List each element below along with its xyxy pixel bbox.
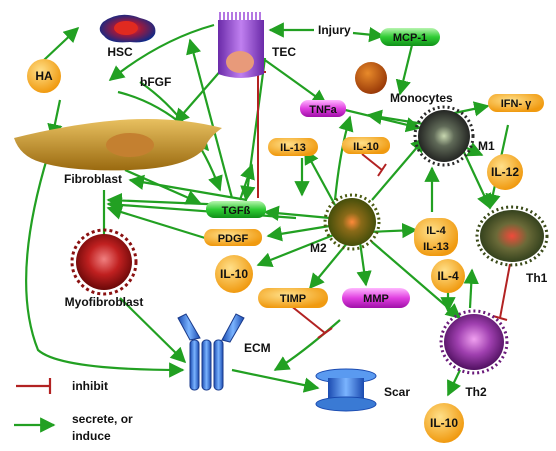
ha-node: HA <box>27 59 61 93</box>
tgfb-node: TGFß <box>206 201 266 218</box>
svg-text:TIMP: TIMP <box>280 293 306 305</box>
legend: inhibit secrete, or induce <box>14 378 133 443</box>
svg-text:MMP: MMP <box>363 293 389 305</box>
m2-label: M2 <box>310 241 327 255</box>
hsc-cell <box>99 14 156 43</box>
il4-node: IL-4 <box>431 259 465 293</box>
scar-structure <box>315 368 377 412</box>
svg-text:TGFß: TGFß <box>222 205 251 217</box>
svg-text:IL-4: IL-4 <box>426 225 446 237</box>
inhibit-lines <box>250 71 511 339</box>
bfgf-label: bFGF <box>140 75 171 89</box>
legend-induce-label-line2: induce <box>72 429 111 443</box>
svg-text:IL-10: IL-10 <box>220 267 248 281</box>
svg-text:IL-12: IL-12 <box>491 165 519 179</box>
induce-arrows <box>25 22 510 397</box>
m1-cell <box>413 105 475 167</box>
hsc-label: HSC <box>107 45 133 59</box>
svg-text:IL-4: IL-4 <box>437 269 459 283</box>
th2-cell <box>439 309 509 375</box>
ifn-node: IFN- γ <box>488 94 544 112</box>
legend-inhibit-label: inhibit <box>72 379 108 393</box>
svg-text:IL-10: IL-10 <box>430 416 458 430</box>
fibroblast-label: Fibroblast <box>64 172 122 186</box>
injury-label: Injury <box>318 23 351 37</box>
tnfa-node: TNFa <box>300 100 346 117</box>
svg-text:MCP-1: MCP-1 <box>393 32 427 44</box>
ecm-structure <box>177 313 245 391</box>
m1-label: M1 <box>478 139 495 153</box>
svg-text:IL-13: IL-13 <box>423 241 449 253</box>
th1-cell <box>475 205 549 267</box>
th2-label: Th2 <box>465 385 487 399</box>
mmp-node: MMP <box>342 288 410 308</box>
myofibroblast-cell <box>70 228 138 296</box>
il13-node-upper: IL-13 <box>268 138 318 156</box>
svg-text:IFN- γ: IFN- γ <box>501 98 532 110</box>
svg-text:HA: HA <box>35 69 53 83</box>
myofibroblast-label: Myofibroblast <box>65 295 144 309</box>
monocytes-label: Monocytes <box>390 91 453 105</box>
th1-label: Th1 <box>526 271 548 285</box>
pdgf-node: PDGF <box>204 229 262 246</box>
scar-label: Scar <box>384 385 410 399</box>
svg-text:IL-13: IL-13 <box>280 142 306 154</box>
monocyte-cell <box>355 62 387 94</box>
svg-text:TNFa: TNFa <box>309 104 337 116</box>
svg-text:PDGF: PDGF <box>218 233 249 245</box>
tec-cell <box>218 12 264 78</box>
il10-node-upper: IL-10 <box>342 137 390 154</box>
legend-inhibit-symbol <box>16 378 52 394</box>
fibroblast-cell <box>14 119 222 171</box>
timp-node: TIMP <box>258 288 328 308</box>
m2-cell <box>323 193 381 251</box>
ecm-label: ECM <box>244 341 271 355</box>
il12-node: IL-12 <box>487 154 523 190</box>
svg-text:IL-10: IL-10 <box>353 141 379 153</box>
il10-node-bottom: IL-10 <box>424 403 464 443</box>
mcp1-node: MCP-1 <box>380 28 440 46</box>
legend-induce-label-line1: secrete, or <box>72 412 133 426</box>
il4-il13-node: IL-4 IL-13 <box>414 218 458 256</box>
il10-node-left: IL-10 <box>215 255 253 293</box>
tec-label: TEC <box>272 45 296 59</box>
